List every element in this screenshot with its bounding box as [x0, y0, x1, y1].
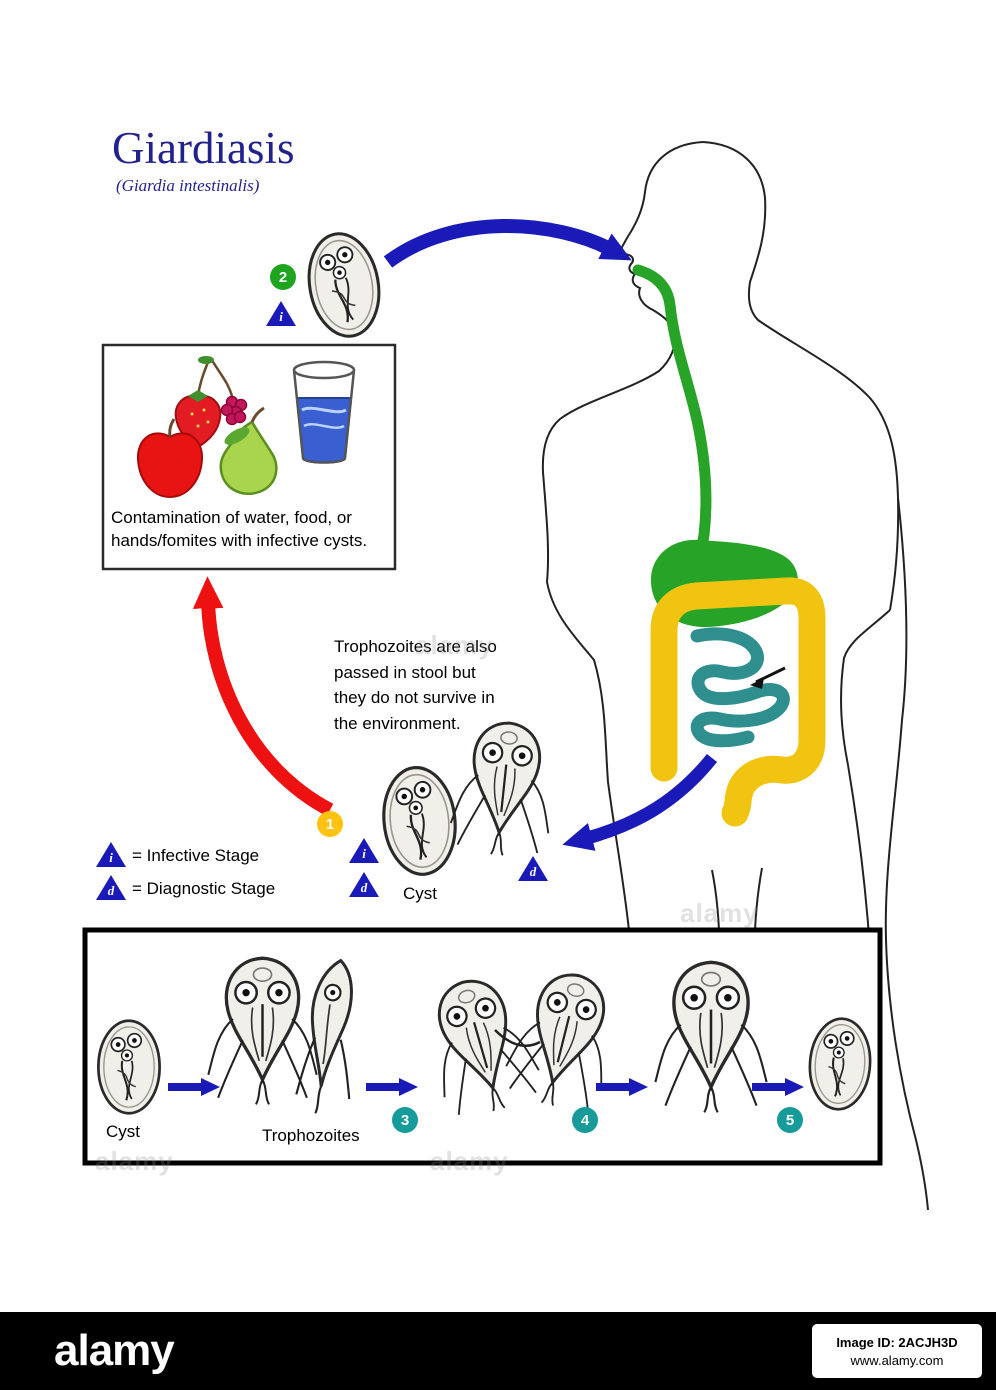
- diagnostic-letter: d: [529, 864, 537, 879]
- lifecycle-box: [82, 927, 883, 1166]
- apple-icon: [136, 418, 204, 499]
- infective-letter: i: [279, 309, 283, 324]
- stage-badge-4: 4: [572, 1107, 598, 1133]
- watermark-text: alamy: [415, 630, 494, 660]
- pear-icon: [219, 406, 278, 495]
- legend-diagnostic-text: = Diagnostic Stage: [132, 879, 276, 898]
- arrow-intestine-to-stool: [562, 753, 718, 851]
- contamination-caption: Contamination of water, food, or hands/f…: [111, 508, 368, 551]
- page-subtitle: (Giardia intestinalis): [116, 176, 260, 195]
- cyst-label: Cyst: [403, 884, 437, 903]
- stage-badge-5-number: 5: [785, 1111, 795, 1129]
- stage-badge-5: 5: [777, 1107, 803, 1133]
- trophozoite-illustration-stool: [446, 716, 561, 862]
- diagnostic-letter: d: [360, 880, 368, 895]
- contamination-box: [101, 343, 397, 571]
- water-glass-icon: [292, 360, 356, 464]
- diagnostic-letter: d: [107, 883, 115, 898]
- infective-stage-icon-cyst: i: [349, 838, 379, 863]
- infective-letter: i: [362, 846, 366, 861]
- watermark-text: alamy: [680, 898, 759, 928]
- esophagus-illustration: [632, 264, 712, 566]
- small-intestine-illustration: [690, 627, 790, 748]
- legend-infective-text: = Infective Stage: [132, 846, 260, 865]
- legend-diagnostic-icon: d: [96, 875, 126, 900]
- image-id-text: Image ID: 2ACJH3D: [836, 1334, 958, 1350]
- stage-badge-2: 2: [270, 264, 296, 290]
- arrow-cyst-to-mouth: [383, 219, 632, 268]
- diagnostic-stage-icon-cyst: d: [349, 872, 379, 897]
- stage-badge-1: 1: [317, 811, 343, 837]
- stage-badge-3-number: 3: [400, 1111, 410, 1129]
- diagnostic-stage-icon-trophozoite: d: [518, 856, 548, 881]
- intestine-pointer-icon: [750, 666, 786, 689]
- cyst-illustration-stage1: [377, 762, 462, 880]
- arrow-cyst-to-contamination: [192, 576, 334, 817]
- cyst-illustration-bottom-left: [97, 1019, 162, 1115]
- cyst-illustration-stage2: [299, 226, 389, 344]
- infective-letter: i: [109, 850, 113, 865]
- watermark-text: alamy: [95, 1146, 174, 1176]
- trophozoites-label: Trophozoites: [262, 1126, 360, 1145]
- stage-badge-4-number: 4: [580, 1111, 590, 1129]
- alamy-url-text: www.alamy.com: [850, 1352, 944, 1368]
- alamy-logo: alamy: [54, 1326, 175, 1375]
- legend-infective-icon: i: [96, 842, 126, 867]
- stage-badge-1-number: 1: [325, 815, 335, 833]
- dividing-flagella-tangle: [494, 1029, 541, 1047]
- infective-stage-icon: i: [266, 301, 296, 326]
- image-id-box: Image ID: 2ACJH3D www.alamy.com: [812, 1324, 982, 1378]
- large-intestine-illustration: [650, 577, 826, 827]
- trophozoite-note: Trophozoites are also passed in stool bu…: [334, 637, 497, 733]
- stage-badge-2-number: 2: [278, 268, 288, 286]
- cyst-bottom-label: Cyst: [106, 1122, 140, 1141]
- watermark-text: alamy: [430, 1146, 509, 1176]
- page-title: Giardiasis: [112, 123, 295, 173]
- watermark-bar: alamy Image ID: 2ACJH3D www.alamy.com: [0, 1312, 996, 1390]
- stage-badge-3: 3: [392, 1107, 418, 1133]
